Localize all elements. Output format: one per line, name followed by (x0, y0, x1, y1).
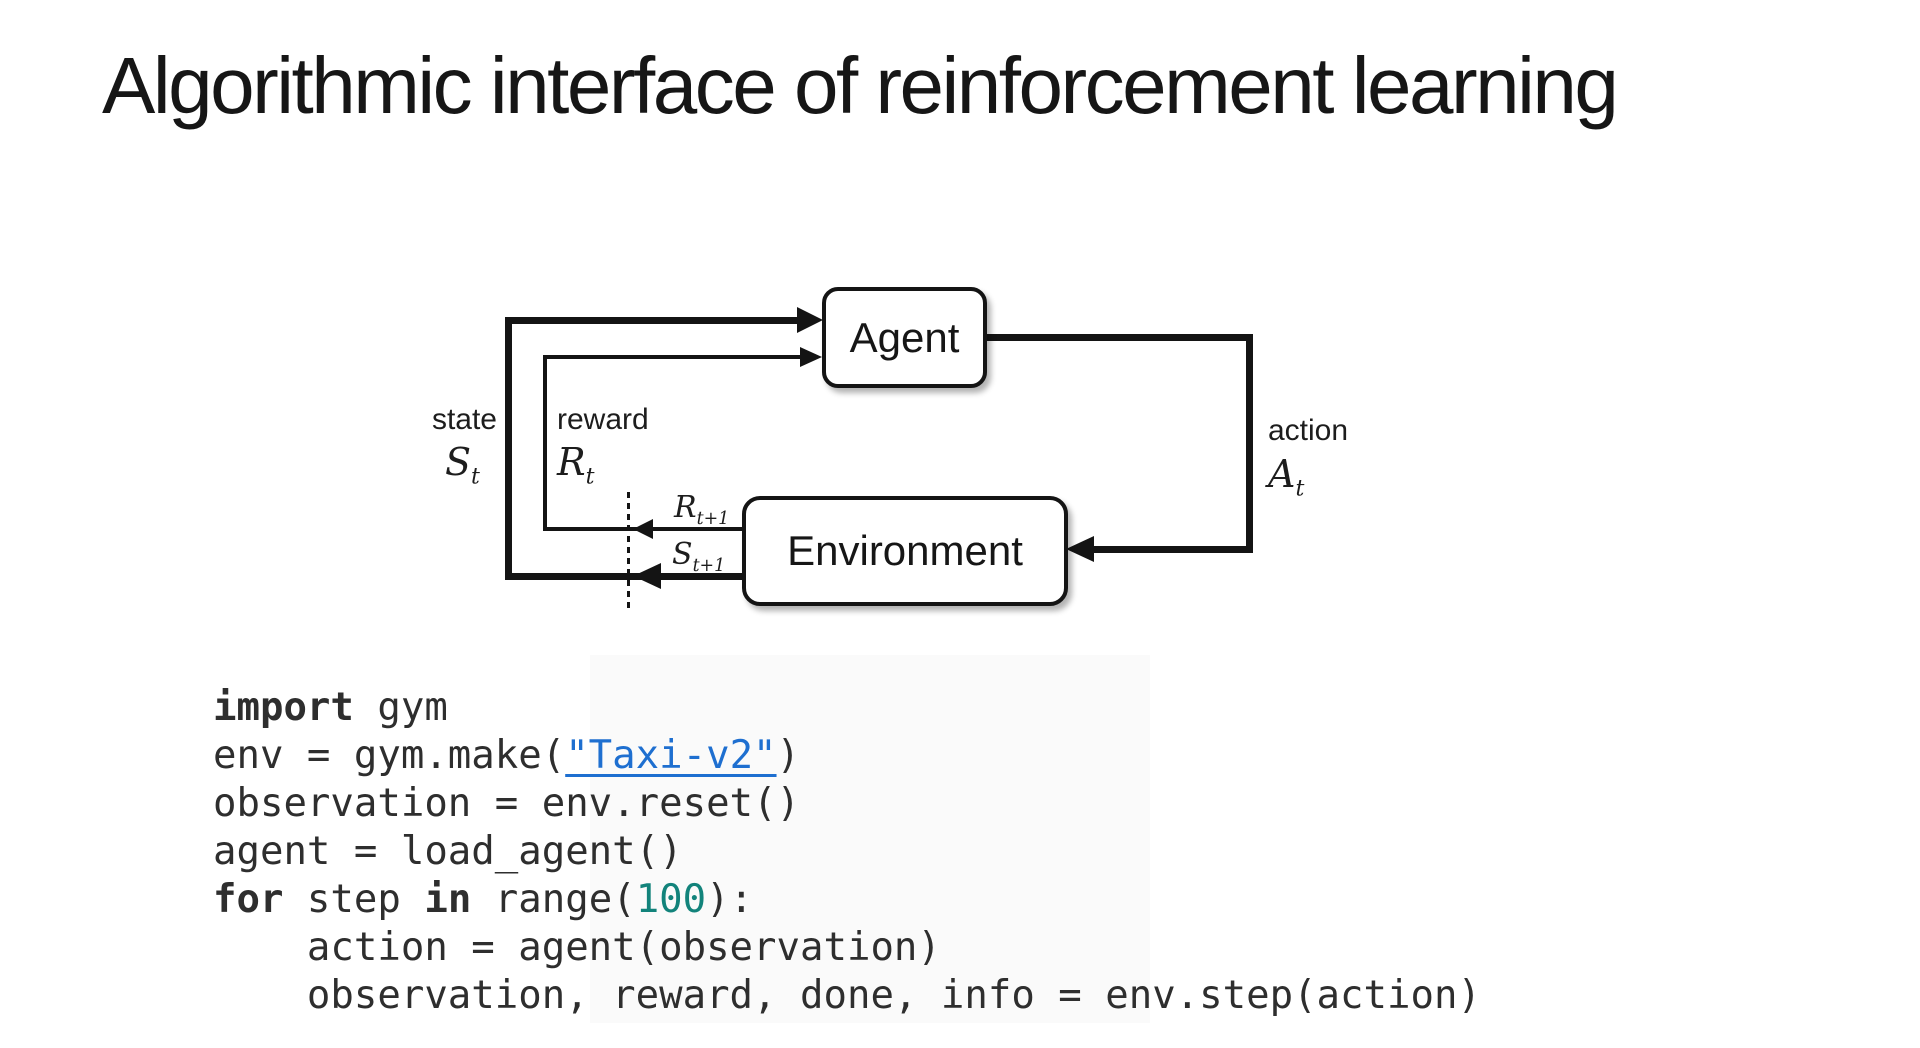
code-token-kw: for (213, 877, 284, 922)
state-arrowhead-into-agent (797, 307, 823, 333)
state-label: state (431, 403, 497, 436)
action-symbol: At (1268, 452, 1305, 502)
code-token-kw: in (424, 877, 472, 922)
environment-box: Environment (742, 496, 1068, 606)
slide-title: Algorithmic interface of reinforcement l… (102, 41, 1619, 130)
state-symbol: St (445, 440, 480, 490)
time-boundary-dashed-line (627, 492, 630, 612)
agent-box: Agent (822, 287, 987, 388)
code-token-plain: ): (706, 877, 754, 922)
reward-label: reward (557, 403, 649, 436)
code-token-plain: agent = load_agent() (213, 829, 683, 874)
agent-box-label: Agent (849, 313, 960, 361)
reward-line-vertical (543, 355, 547, 531)
code-token-plain: env = gym.make( (213, 733, 566, 778)
state-line-top (505, 317, 798, 324)
code-token-plain: step (283, 877, 425, 922)
taxi-v2-link[interactable]: "Taxi-v2" (565, 733, 777, 778)
action-line-top (987, 334, 1253, 341)
code-line: env = gym.make("Taxi-v2") (213, 732, 1481, 780)
code-token-kw: import (213, 685, 354, 730)
code-token-plain: action = agent(observation) (213, 925, 941, 970)
action-line-vertical (1246, 334, 1253, 553)
code-line: action = agent(observation) (213, 924, 1481, 972)
code-line: observation, reward, done, info = env.st… (213, 972, 1481, 1020)
reward-symbol: Rt (557, 440, 595, 490)
action-line-bottom (1094, 546, 1253, 553)
state-line-vertical (505, 317, 512, 580)
reward-line-top (543, 355, 800, 359)
code-token-plain: ) (776, 733, 801, 778)
code-token-plain: range( (471, 877, 636, 922)
environment-box-label: Environment (787, 527, 1023, 574)
code-line: observation = env.reset() (213, 780, 1481, 828)
code-line: agent = load_agent() (213, 828, 1481, 876)
code-background-artifact (590, 655, 1150, 1023)
code-token-plain: gym (353, 685, 448, 730)
next-state-symbol: St+1 (672, 537, 726, 576)
next-reward-symbol: Rt+1 (674, 490, 730, 529)
action-arrowhead-into-environment (1066, 536, 1094, 562)
code-token-plain: observation = env.reset() (213, 781, 800, 826)
code-line: import gym (213, 684, 1481, 732)
code-line: for step in range(100): (213, 876, 1481, 924)
next-state-line-bottom (505, 573, 742, 580)
code-token-num: 100 (635, 877, 707, 922)
reward-arrowhead-into-agent (800, 347, 822, 367)
action-label: action (1268, 414, 1349, 447)
code-token-plain: observation, reward, done, info = env.st… (213, 973, 1481, 1018)
next-reward-arrowhead (633, 519, 653, 539)
next-state-arrowhead (633, 563, 661, 589)
